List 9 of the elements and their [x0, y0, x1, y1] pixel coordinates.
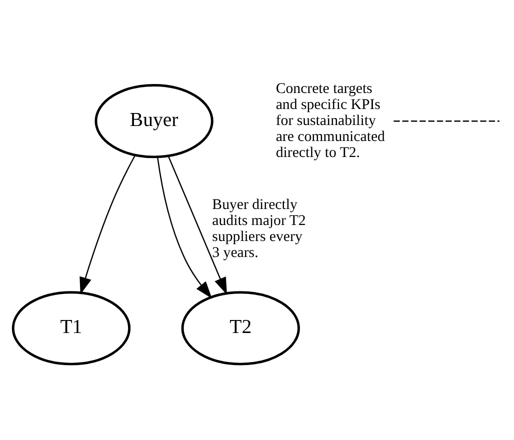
arrow: [156, 156, 212, 299]
node-ellipse: T1: [12, 291, 131, 366]
node-ellipse: Buyer: [94, 84, 214, 158]
arrow: [168, 156, 228, 295]
edge-label: Buyer directly audits major T2 suppliers every 3 years.: [212, 196, 306, 262]
arrow: [80, 154, 136, 295]
connector: [394, 120, 500, 122]
node-text: Concrete targets and specific KPIs for sustainability are communicated directly to T2.: [276, 80, 385, 162]
node-ellipse: T2: [181, 291, 300, 366]
